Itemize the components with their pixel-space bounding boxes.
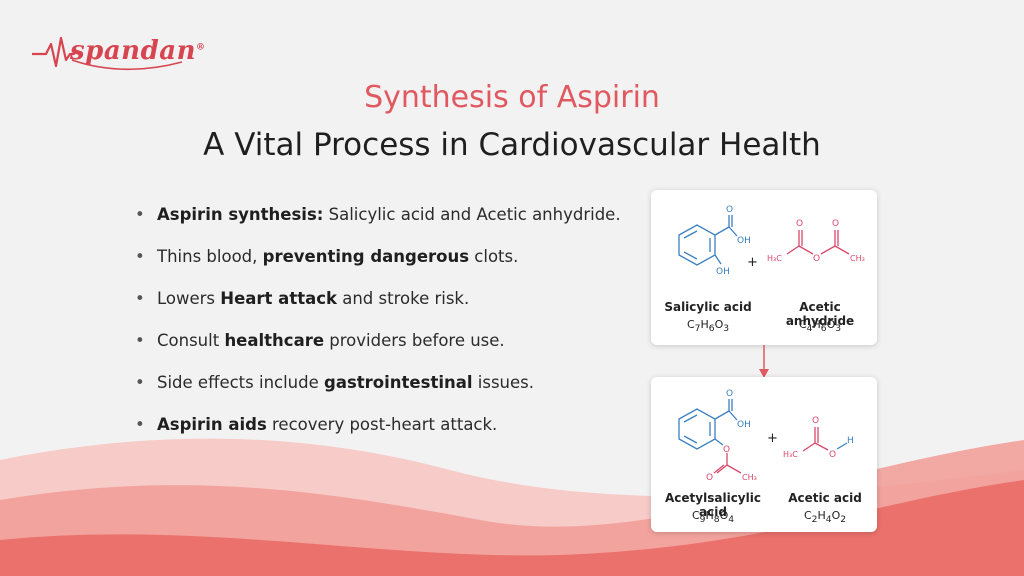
atom-o: O (829, 450, 836, 460)
bullet-list: Aspirin synthesis: Salicylic acid and Ac… (135, 205, 621, 457)
atom-oh: OH (737, 420, 751, 430)
atom-h: H (847, 436, 854, 446)
acetylsalicylic-acid-formula: C9H8O4 (691, 509, 735, 526)
bullet-pre: Consult (157, 331, 225, 350)
page-subtitle: A Vital Process in Cardiovascular Health (203, 127, 821, 163)
reactants-structures: O OH OH + O O O H₃C CH₃ (678, 205, 865, 277)
atom-o: O (726, 389, 733, 399)
page-title: Synthesis of Aspirin (364, 80, 660, 115)
brand-logo[interactable]: spandan® (70, 36, 206, 66)
salicylic-acid-label: Salicylic acid (664, 300, 752, 314)
bullet-bold: Aspirin synthesis: (157, 205, 324, 224)
salicylic-acid-structure (678, 215, 738, 266)
atom-o: O (813, 254, 820, 264)
plus-sign: + (747, 255, 758, 270)
plus-sign: + (767, 431, 778, 446)
salicylic-acid-formula: C7H6O3 (686, 318, 730, 335)
bullet-text: and stroke risk. (336, 289, 470, 308)
bullet-pre: Side effects include (157, 373, 325, 392)
atom-o: O (726, 205, 733, 215)
atom-o: O (796, 219, 803, 229)
heartbeat-logo-icon (32, 36, 183, 71)
bullet-text: Salicylic acid and Acetic anhydride. (323, 205, 621, 224)
atom-o: O (812, 416, 819, 426)
acetic-acid-label: Acetic acid (788, 491, 862, 505)
atom-ch3: CH₃ (850, 254, 865, 263)
bullet-text: issues. (472, 373, 535, 392)
acetic-acid-formula: C2H4O2 (803, 509, 847, 526)
atom-oh: OH (716, 267, 730, 277)
registered-mark: ® (196, 42, 206, 53)
bullet-item: Thins blood, preventing dangerous clots. (135, 247, 621, 289)
bullet-item: Consult healthcare providers before use. (135, 331, 621, 373)
bullet-bold: healthcare (224, 331, 325, 350)
bullet-text: providers before use. (324, 331, 505, 350)
atom-h3c: H₃C (767, 254, 782, 263)
brand-name: spandan (70, 36, 196, 66)
atom-oh: OH (737, 236, 751, 246)
acetic-anhydride-structure (786, 230, 850, 255)
acetic-anhydride-label: Acetic anhydride (785, 300, 855, 328)
acetic-anhydride-formula: C4H6O3 (798, 318, 842, 335)
bullet-bold: Aspirin aids (157, 415, 267, 434)
reaction-arrow-icon (759, 345, 769, 378)
bullet-text: recovery post-heart attack. (266, 415, 498, 434)
bullet-item: Lowers Heart attack and stroke risk. (135, 289, 621, 331)
atom-o: O (706, 473, 713, 482)
bullet-item: Aspirin synthesis: Salicylic acid and Ac… (135, 205, 621, 247)
bullet-pre: Lowers (157, 289, 221, 308)
atom-o: O (723, 445, 730, 455)
reactants-card: O OH OH + O O O H₃C CH₃ Salicylic acid C… (651, 190, 877, 345)
bullet-text: clots. (469, 247, 519, 266)
bullet-pre: Thins blood, (157, 247, 263, 266)
atom-h3c: H₃C (783, 450, 798, 459)
bullet-item: Aspirin aids recovery post-heart attack. (135, 415, 621, 457)
bullet-bold: preventing dangerous (262, 247, 470, 266)
bullet-bold: gastrointestinal (324, 373, 473, 392)
acetic-acid-structure (802, 427, 829, 452)
acetylsalicylic-acid-structure (678, 399, 738, 450)
products-structures: O OH O O CH₃ + O O H H₃C (678, 389, 854, 482)
atom-o: O (832, 219, 839, 229)
products-card: O OH O O CH₃ + O O H H₃C Acetylsalicylic… (651, 377, 877, 532)
bullet-bold: Heart attack (220, 289, 337, 308)
bullet-item: Side effects include gastrointestinal is… (135, 373, 621, 415)
atom-ch3: CH₃ (742, 473, 757, 482)
acetylsalicylic-acid-label: Acetylsalicylic acid (665, 491, 761, 519)
